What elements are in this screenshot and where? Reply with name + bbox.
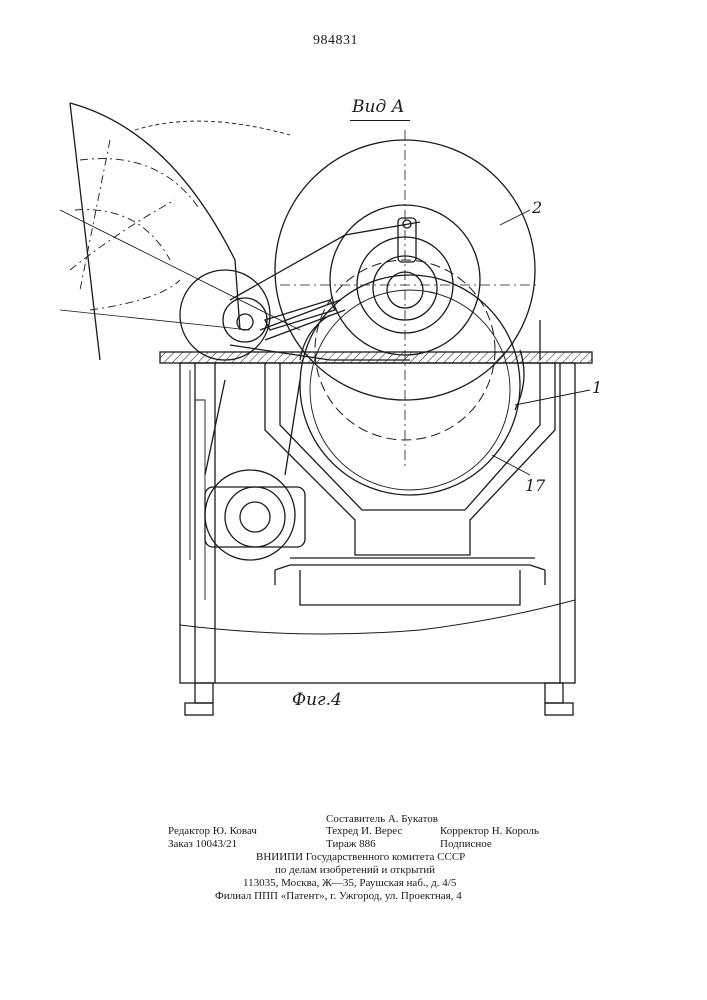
imprint-techred: Техред И. Верес xyxy=(326,825,402,837)
imprint-order: Заказ 10043/21 xyxy=(168,838,237,850)
figure-caption: Фиг.4 xyxy=(292,690,342,710)
imprint-institute-line1: ВНИИПИ Государственного комитета СССР xyxy=(256,851,465,863)
callout-1: 1 xyxy=(592,378,602,397)
imprint-editor: Редактор Ю. Ковач xyxy=(168,825,257,837)
imprint-branch: Филиал ППП «Патент», г. Ужгород, ул. Про… xyxy=(215,890,462,902)
base-plate xyxy=(160,352,592,363)
imprint-compiler: Составитель А. Букатов xyxy=(326,813,438,825)
motor-pulley xyxy=(205,380,305,560)
callout-17: 17 xyxy=(525,476,545,495)
upper-pulley xyxy=(180,222,420,360)
imprint-corrector: Корректор Н. Король xyxy=(440,825,539,837)
hopper-housing xyxy=(265,275,555,555)
imprint-circulation: Тираж 886 xyxy=(326,838,376,850)
imprint-subscription: Подписное xyxy=(440,838,492,850)
collection-tray xyxy=(275,558,545,605)
leader-1 xyxy=(515,390,590,405)
imprint-institute-line2: по делам изобретений и открытий xyxy=(275,864,435,876)
imprint-address: 113035, Москва, Ж—35, Раушская наб., д. … xyxy=(243,877,456,889)
callout-2: 2 xyxy=(532,198,542,217)
